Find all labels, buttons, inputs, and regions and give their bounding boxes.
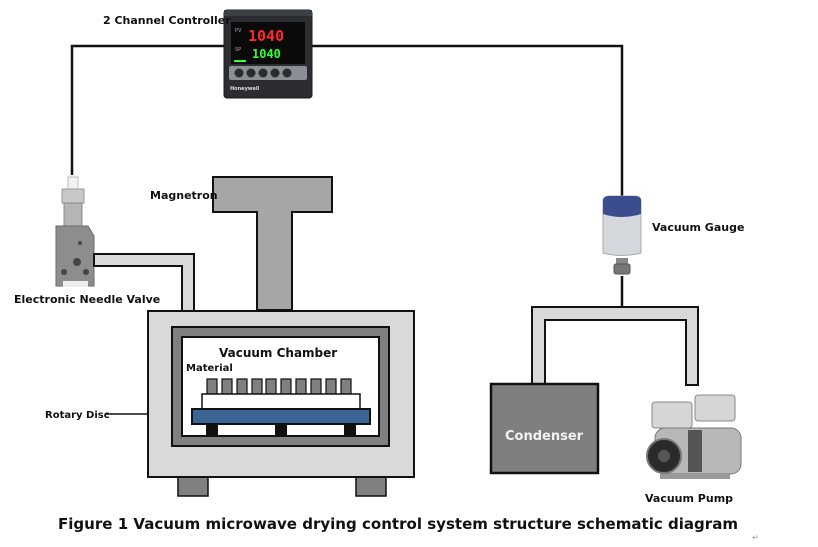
oven-foot-right — [355, 476, 387, 497]
magnetron-block — [212, 176, 333, 311]
material-sample — [310, 378, 322, 395]
vacuum-chamber-label: Vacuum Chamber — [219, 346, 337, 360]
sp-value: 1040 — [252, 47, 281, 61]
vacuum-pump-label: Vacuum Pump — [645, 492, 733, 505]
material-sample — [236, 378, 248, 395]
material-sample — [265, 378, 277, 395]
controller-button-left — [258, 68, 268, 78]
condenser-label: Condenser — [505, 429, 584, 444]
disc-support — [275, 424, 287, 435]
disc-support — [344, 424, 356, 435]
needle-valve-label: Electronic Needle Valve — [14, 293, 160, 306]
controller-screen — [231, 22, 305, 64]
controller-button-up — [282, 68, 292, 78]
pv-label: PV — [235, 28, 242, 34]
condenser-box — [489, 382, 600, 475]
controller-button-run — [246, 68, 256, 78]
material-sample — [280, 378, 292, 395]
vacuum-pump-device — [646, 394, 742, 479]
rotary-disc-label: Rotary Disc — [45, 410, 110, 421]
needle-valve-device — [55, 176, 95, 287]
controller-brand: Honeywell — [230, 86, 260, 92]
vacuum-gauge-device — [602, 195, 642, 275]
pipe-condenser-to-pump — [531, 306, 699, 386]
oven-foot-left — [177, 476, 209, 497]
controller-button-down — [270, 68, 280, 78]
wire-controller-to-gauge — [312, 44, 624, 196]
material-tray — [201, 393, 361, 410]
controller-device: PV 1040 SP 1040 Honeywell — [223, 9, 313, 99]
magnetron-label: Magnetron — [150, 189, 218, 202]
material-sample — [206, 378, 218, 395]
material-samples — [206, 378, 352, 395]
figure-caption: Figure 1 Vacuum microwave drying control… — [58, 515, 738, 533]
controller-label: 2 Channel Controller — [103, 14, 231, 27]
wire-controller-to-valve — [70, 44, 224, 175]
material-sample — [295, 378, 307, 395]
disc-support — [206, 424, 218, 435]
material-sample — [221, 378, 233, 395]
sp-label: SP — [235, 47, 241, 53]
material-sample — [340, 378, 352, 395]
microwave-oven: Vacuum Chamber Material — [147, 310, 415, 497]
material-sample — [325, 378, 337, 395]
paragraph-mark: ↵ — [752, 533, 759, 542]
rotary-disc — [191, 408, 371, 425]
controller-button-set — [234, 68, 244, 78]
vacuum-gauge-label: Vacuum Gauge — [652, 221, 744, 234]
pv-value: 1040 — [248, 27, 284, 45]
material-sample — [251, 378, 263, 395]
material-label: Material — [186, 363, 233, 374]
